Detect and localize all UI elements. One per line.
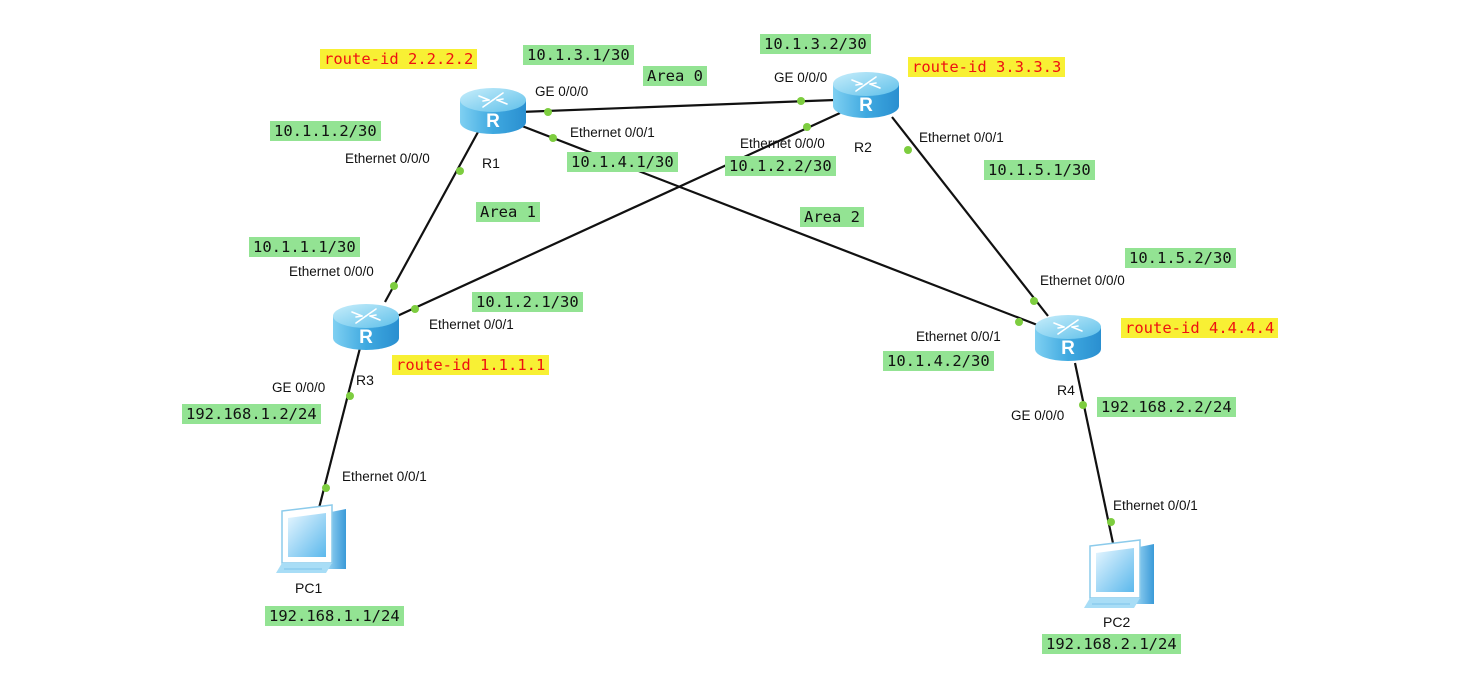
link-r1-r2[interactable]	[519, 98, 836, 114]
port-dot[interactable]	[1030, 297, 1038, 305]
router-r2[interactable]	[832, 71, 900, 119]
router-r3[interactable]	[332, 303, 400, 351]
route-id-label-r2: route-id 3.3.3.3	[908, 57, 1066, 77]
port-dots-layer	[322, 97, 1115, 526]
port-dot[interactable]	[544, 108, 552, 116]
port-dot[interactable]	[1079, 401, 1087, 409]
ip-label: 10.1.2.1/30	[472, 292, 583, 312]
area-label-0: Area 0	[643, 66, 707, 86]
port-dot[interactable]	[322, 484, 330, 492]
link-r2-r4[interactable]	[891, 116, 1049, 317]
device-name-r3: R3	[356, 372, 374, 388]
area-label-1: Area 1	[476, 202, 540, 222]
interface-label: Ethernet 0/0/0	[289, 264, 374, 279]
pc-pc1[interactable]	[275, 504, 347, 574]
port-dot[interactable]	[456, 167, 464, 175]
port-dot[interactable]	[411, 305, 419, 313]
router-icon	[332, 303, 400, 351]
pc-icon	[1083, 539, 1155, 609]
ip-label: 192.168.1.1/24	[265, 606, 404, 626]
interface-label: GE 0/0/0	[774, 70, 827, 85]
ip-label: 10.1.2.2/30	[725, 156, 836, 176]
device-name-r1: R1	[482, 155, 500, 171]
interface-label: Ethernet 0/0/0	[345, 151, 430, 166]
device-name-r2: R2	[854, 139, 872, 155]
device-name-r4: R4	[1057, 382, 1075, 398]
interface-label: GE 0/0/0	[535, 84, 588, 99]
device-name-pc1: PC1	[295, 580, 322, 596]
port-dot[interactable]	[390, 282, 398, 290]
pc-pc2[interactable]	[1083, 539, 1155, 609]
link-r4-pc2[interactable]	[1073, 362, 1116, 549]
router-icon	[832, 71, 900, 119]
interface-label: Ethernet 0/0/0	[740, 136, 825, 151]
route-id-label-r3: route-id 1.1.1.1	[392, 355, 550, 375]
route-id-label-r1: route-id 2.2.2.2	[320, 49, 478, 69]
ip-label: 10.1.4.1/30	[567, 152, 678, 172]
interface-label: GE 0/0/0	[272, 380, 325, 395]
interface-label: Ethernet 0/0/1	[570, 125, 655, 140]
ip-label: 10.1.3.2/30	[760, 34, 871, 54]
port-dot[interactable]	[549, 134, 557, 142]
interface-label: Ethernet 0/0/1	[342, 469, 427, 484]
router-icon	[1034, 314, 1102, 362]
port-dot[interactable]	[1107, 518, 1115, 526]
router-r4[interactable]	[1034, 314, 1102, 362]
area-label-2: Area 2	[800, 207, 864, 227]
ip-label: 10.1.5.1/30	[984, 160, 1095, 180]
ip-label: 10.1.1.2/30	[270, 121, 381, 141]
route-id-label-r4: route-id 4.4.4.4	[1121, 318, 1279, 338]
ip-label: 192.168.2.2/24	[1097, 397, 1236, 417]
link-r2-r3[interactable]	[394, 112, 841, 318]
port-dot[interactable]	[803, 123, 811, 131]
port-dot[interactable]	[346, 392, 354, 400]
link-r1-r3[interactable]	[384, 131, 479, 303]
interface-label: Ethernet 0/0/0	[1040, 273, 1125, 288]
interface-label: Ethernet 0/0/1	[916, 329, 1001, 344]
ip-label: 10.1.3.1/30	[523, 45, 634, 65]
interface-label: Ethernet 0/0/1	[1113, 498, 1198, 513]
ip-label: 192.168.1.2/24	[182, 404, 321, 424]
device-name-pc2: PC2	[1103, 614, 1130, 630]
ip-label: 10.1.1.1/30	[249, 237, 360, 257]
interface-label: GE 0/0/0	[1011, 408, 1064, 423]
interface-label: Ethernet 0/0/1	[429, 317, 514, 332]
pc-icon	[275, 504, 347, 574]
ip-label: 10.1.4.2/30	[883, 351, 994, 371]
ip-label: 192.168.2.1/24	[1042, 634, 1181, 654]
interface-label: Ethernet 0/0/1	[919, 130, 1004, 145]
router-r1[interactable]	[459, 87, 527, 135]
port-dot[interactable]	[1015, 318, 1023, 326]
ip-label: 10.1.5.2/30	[1125, 248, 1236, 268]
port-dot[interactable]	[904, 146, 912, 154]
port-dot[interactable]	[797, 97, 805, 105]
router-icon	[459, 87, 527, 135]
